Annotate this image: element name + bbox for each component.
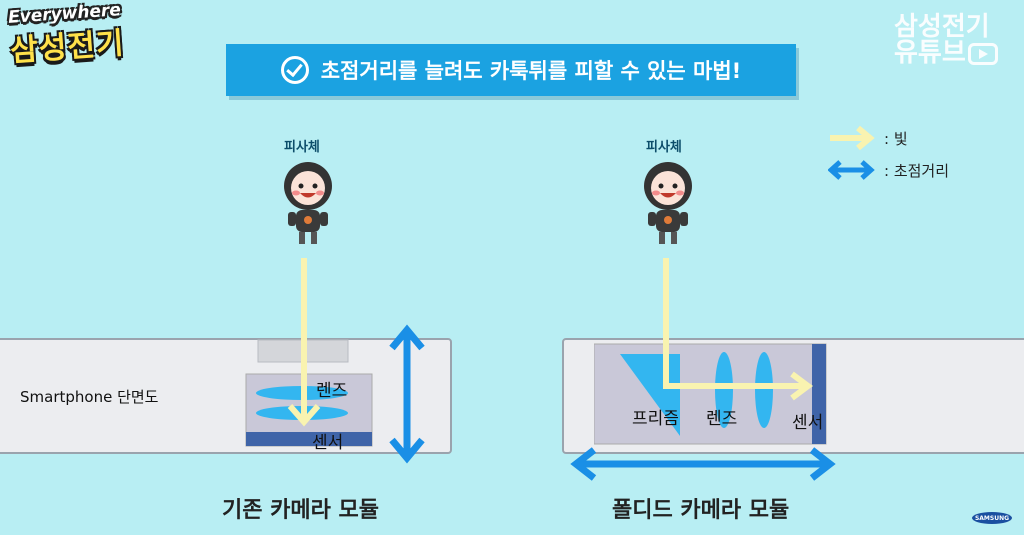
check-circle-icon [280, 56, 309, 84]
light-arrow-icon [830, 125, 875, 151]
title-banner: 초점거리를 늘려도 카툭튀를 피할 수 있는 마법! [226, 44, 796, 96]
left-phone-label: Smartphone 단면도 [20, 388, 159, 406]
right-focal-length-arrow [570, 447, 836, 481]
focal-arrow-icon [828, 160, 875, 180]
image-sensor [246, 432, 372, 446]
samsung-logo: SAMSUNG [972, 512, 1012, 524]
left-subject-label: 피사체 [284, 140, 320, 155]
folded-lens-1 [715, 352, 733, 428]
samsung-logo-text: SAMSUNG [974, 514, 1010, 522]
channel-line1: 삼성전기 [894, 12, 990, 42]
legend-focal-label: : 초점거리 [884, 162, 950, 180]
youtube-play-icon [967, 42, 998, 65]
left-lens-label: 렌즈 [316, 381, 348, 401]
right-lens-label: 렌즈 [706, 409, 738, 429]
right-prism-label: 프리즘 [632, 409, 679, 429]
folded-sensor [812, 344, 826, 444]
right-subject-label: 피사체 [646, 140, 682, 155]
right-caption: 폴디드 카메라 모듈 [612, 498, 790, 523]
left-focal-length-arrow [389, 324, 425, 464]
folded-light-ray-head [790, 371, 813, 401]
legend-light-label: : 빛 [884, 130, 908, 148]
channel-line2: 유튜브 [894, 38, 966, 68]
folded-lens-2 [755, 352, 773, 428]
banner-text: 초점거리를 늘려도 카툭튀를 피할 수 있는 마법! [320, 59, 742, 83]
right-sensor-label: 센서 [792, 413, 824, 433]
right-folded-camera-module [594, 258, 827, 445]
left-subject-character-icon [284, 162, 332, 244]
right-subject-character-icon [644, 162, 692, 244]
legend-arrows [828, 125, 875, 180]
folded-light-ray [663, 258, 804, 389]
left-phone-cross-section [0, 338, 452, 454]
left-caption: 기존 카메라 모듈 [222, 498, 379, 523]
left-camera-module [245, 258, 373, 447]
logo-samsung-electro: 삼성전기 [9, 26, 126, 69]
channel-mark: 삼성전기 유튜브 [894, 14, 1004, 66]
light-ray-head [287, 404, 321, 427]
left-sensor-label: 센서 [312, 433, 344, 453]
